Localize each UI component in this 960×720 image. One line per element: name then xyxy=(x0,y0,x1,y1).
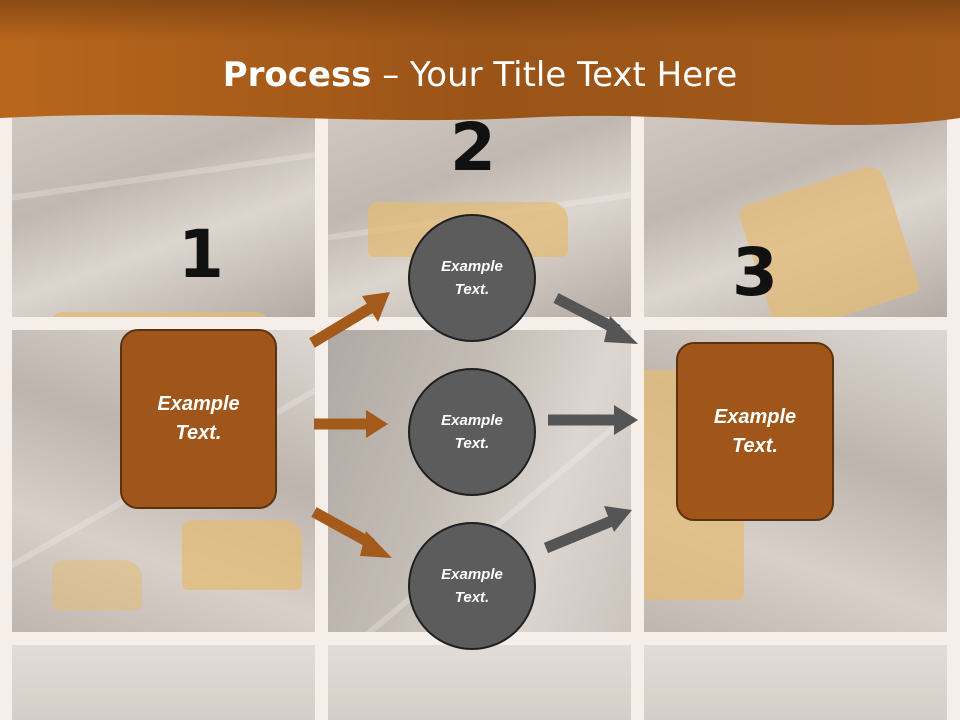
header-band: Process – Your Title Text Here xyxy=(0,0,960,140)
step-number-3: 3 xyxy=(732,234,778,311)
arrow-right-gray xyxy=(548,405,638,435)
circle-label-line2: Text. xyxy=(454,435,490,452)
title-rest: – Your Title Text Here xyxy=(371,55,738,95)
step-1-label-line1: Example xyxy=(157,393,240,415)
step-2-circle-bottom: Example Text. xyxy=(408,522,536,650)
arrow-down-right-orange xyxy=(311,507,392,558)
arrow-right-orange xyxy=(314,410,388,438)
circle-label-line1: Example xyxy=(441,258,503,275)
step-1-label-line2: Text. xyxy=(175,422,222,444)
step-3-label-line2: Text. xyxy=(732,434,778,457)
header-wave-shape xyxy=(0,0,960,126)
step-number-1: 1 xyxy=(178,216,224,293)
photo-tile xyxy=(12,645,315,720)
circle-label-line2: Text. xyxy=(454,589,490,606)
circle-label-line1: Example xyxy=(441,566,503,583)
arrow-up-right-gray xyxy=(543,506,632,554)
step-3-box: Example Text. xyxy=(676,342,834,521)
step-2-circle-middle: Example Text. xyxy=(408,368,536,496)
page-title: Process – Your Title Text Here xyxy=(0,55,960,95)
step-1-box: Example Text. xyxy=(120,329,277,509)
step-number-2: 2 xyxy=(450,109,496,186)
circle-label-line1: Example xyxy=(441,412,503,429)
circle-label-line2: Text. xyxy=(454,281,490,298)
arrow-down-right-gray xyxy=(553,293,638,344)
step-2-circle-top: Example Text. xyxy=(408,214,536,342)
photo-tile xyxy=(328,645,631,720)
photo-tile xyxy=(644,112,947,317)
title-bold: Process xyxy=(222,55,372,95)
step-3-label-line1: Example xyxy=(713,405,797,428)
photo-tile xyxy=(644,645,947,720)
arrow-up-right-orange xyxy=(309,292,390,348)
photo-tile xyxy=(12,112,315,317)
